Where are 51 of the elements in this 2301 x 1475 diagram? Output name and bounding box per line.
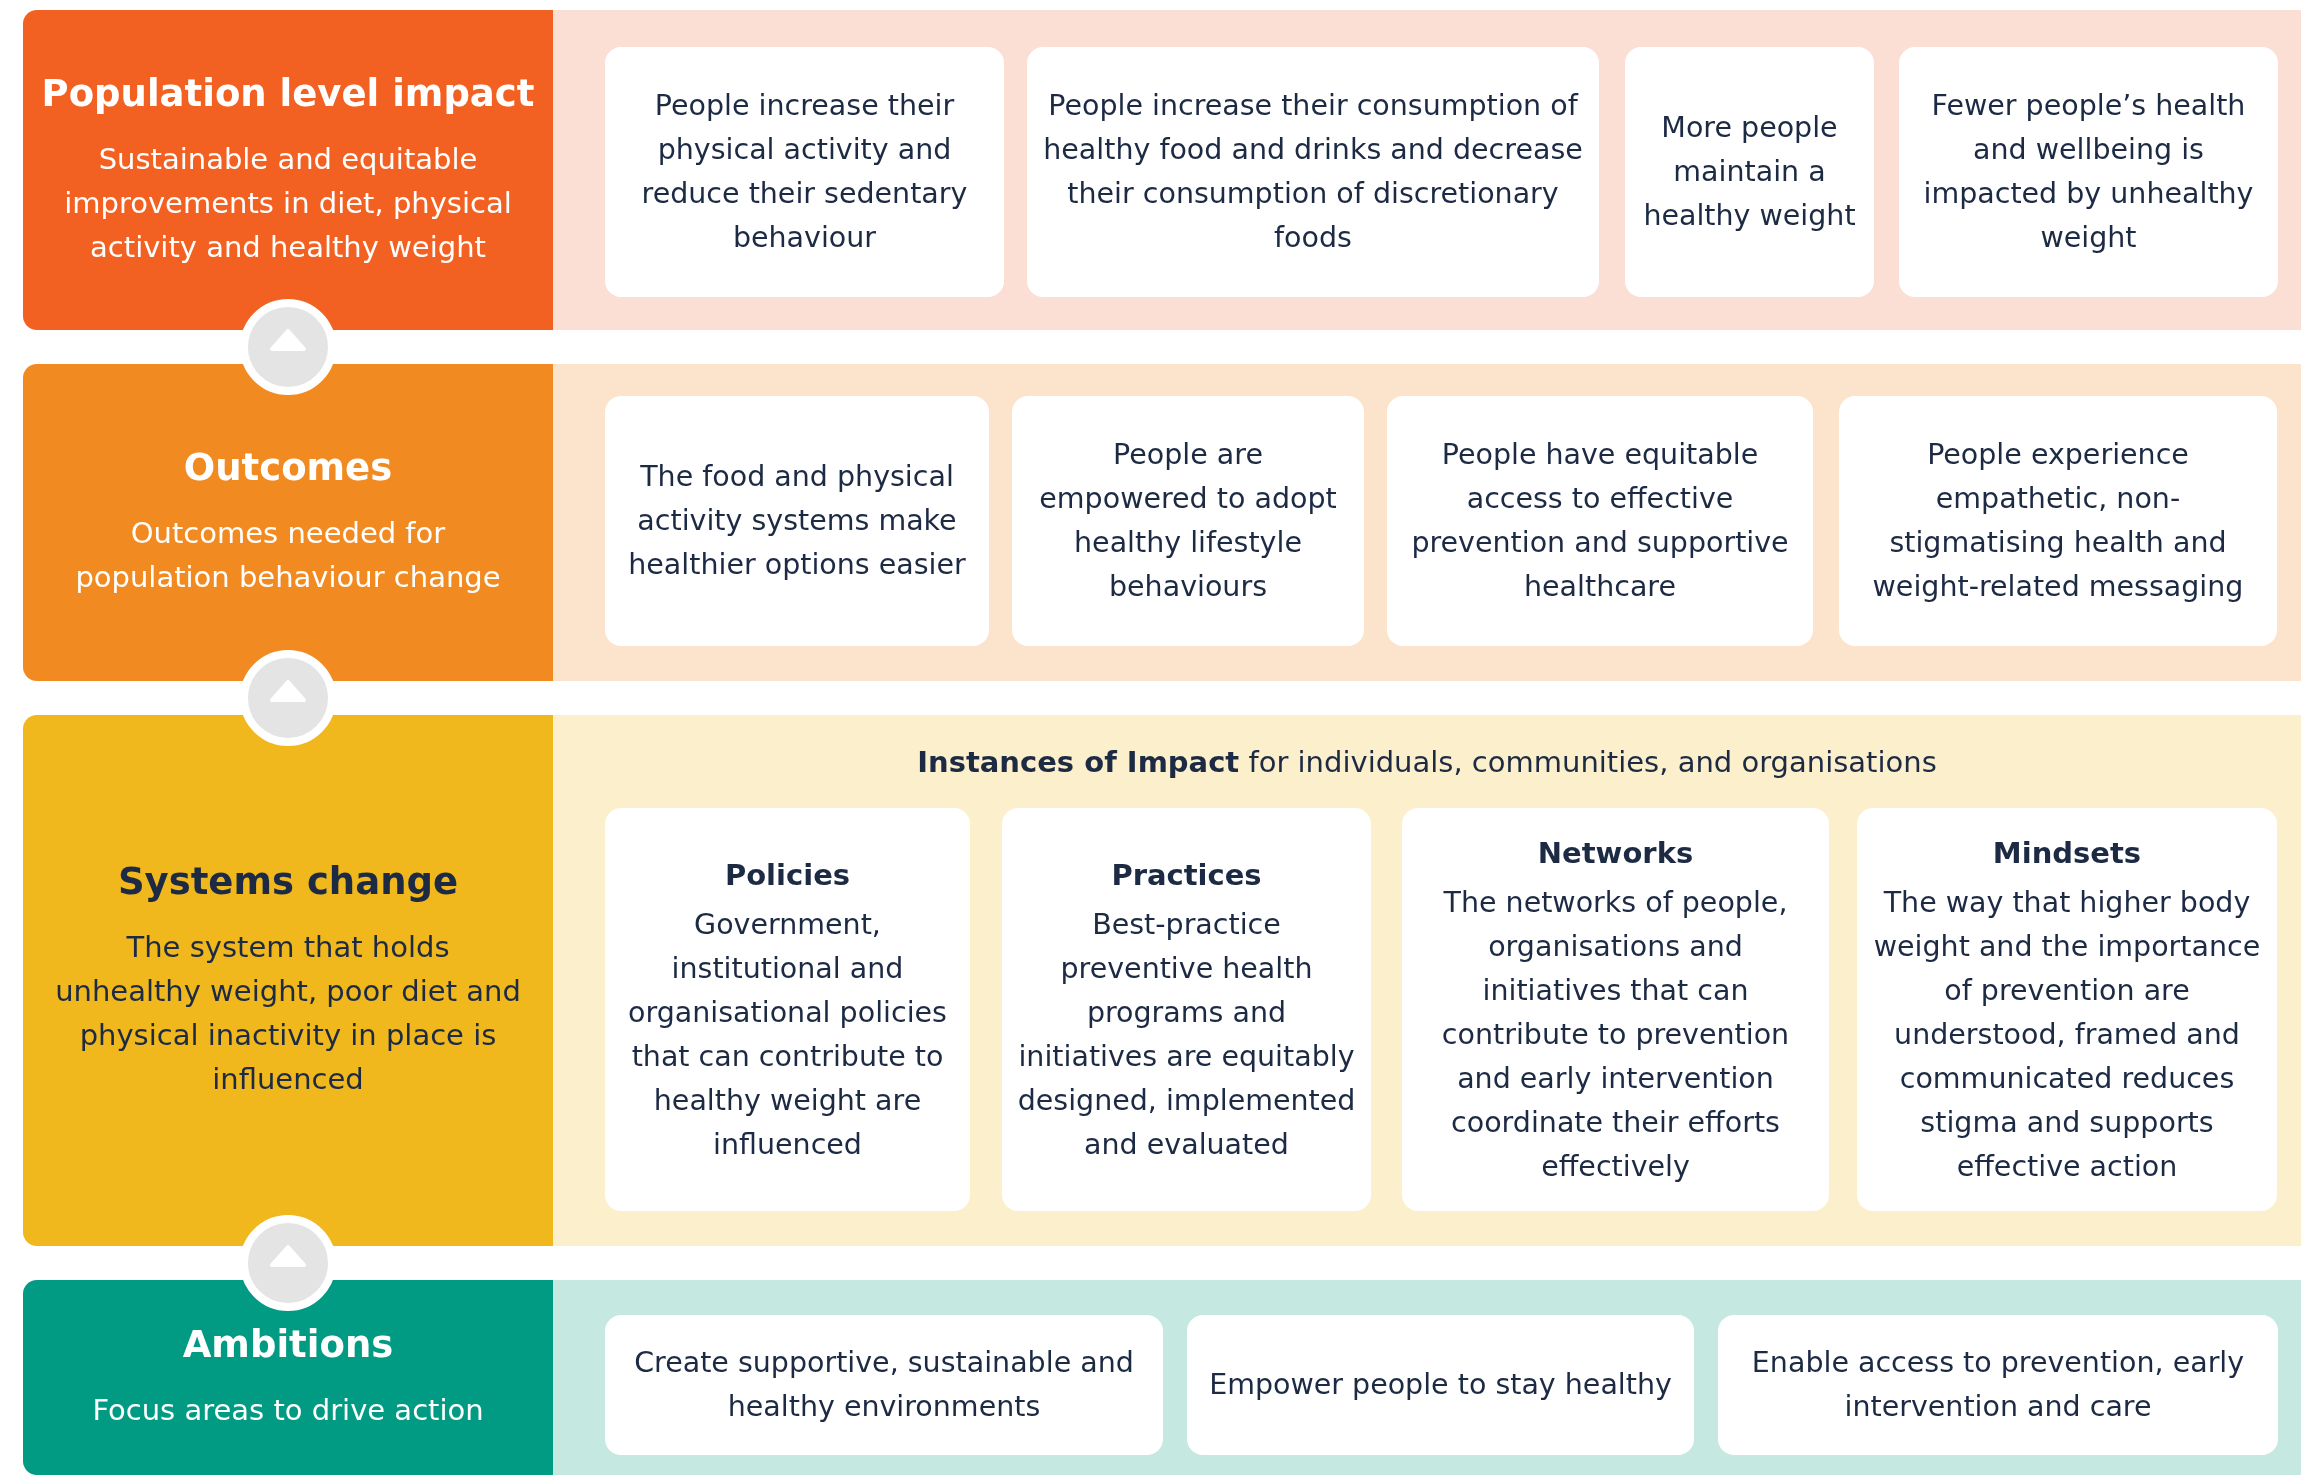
- card: [1839, 396, 2277, 646]
- card-text: Enable access to prevention, early intervention and care: [1750, 1345, 2246, 1425]
- stage-description: Sustainable and equitable improvements in diet, physical activity and healthy weight: [63, 140, 513, 266]
- card-text: People increase their physical activity and reduce their sedentary behaviour: [640, 88, 969, 256]
- card: [1402, 808, 1829, 1211]
- card: [605, 1315, 1163, 1455]
- card-text: People are empowered to adopt healthy lifestyle behaviours: [1038, 437, 1338, 605]
- card: [1027, 47, 1599, 297]
- card-text: People have equitable access to effective prevention and supportive healthcare: [1410, 437, 1790, 605]
- card: [1899, 47, 2278, 297]
- card: [1857, 808, 2277, 1211]
- stage-title: Ambitions: [182, 1323, 394, 1366]
- card: [605, 808, 970, 1211]
- stage-panel: [553, 364, 2301, 681]
- stage-header-box: [23, 10, 553, 330]
- card-heading: Networks: [1537, 834, 1694, 872]
- stage-description: Focus areas to drive action: [92, 1392, 484, 1429]
- card-heading: Mindsets: [1992, 834, 2142, 872]
- card-text: The way that higher body weight and the importance of prevention are understood, framed and communicated reduces stigma and supports effective action: [1872, 884, 2262, 1185]
- card-text: People experience empathetic, non-stigmatising health and weight-related messaging: [1871, 437, 2245, 605]
- card-text: Create supportive, sustainable and healthy environments: [633, 1345, 1135, 1425]
- card: [1718, 1315, 2278, 1455]
- stage-header-box: [23, 715, 553, 1246]
- card: [1625, 47, 1874, 297]
- stage-panel: [553, 10, 2301, 330]
- card: [1387, 396, 1813, 646]
- stage-title: Population level impact: [41, 71, 535, 115]
- stage-panel: [553, 1280, 2301, 1475]
- stage-panel: [553, 715, 2301, 1246]
- card-text: Best-practice preventive health programs and initiatives are equitably designed, implemented and evaluated: [1016, 906, 1357, 1163]
- card-text: More people maintain a healthy weight: [1642, 110, 1857, 234]
- card: [1187, 1315, 1694, 1455]
- card: [1002, 808, 1371, 1211]
- card-text: Government, institutional and organisational policies that can contribute to healthy weight are influenced: [627, 906, 948, 1163]
- card: [1012, 396, 1364, 646]
- card-text: People increase their consumption of healthy food and drinks and decrease their consumption of discretionary foods: [1042, 88, 1584, 256]
- stage-title: Outcomes: [183, 446, 393, 489]
- stage-description: Outcomes needed for population behaviour change: [74, 515, 502, 596]
- card: [605, 396, 989, 646]
- card-text: Fewer people’s health and wellbeing is impacted by unhealthy weight: [1922, 88, 2255, 256]
- card-text: The networks of people, organisations and initiatives that can contribute to prevention and early intervention coordinate their efforts effectively: [1440, 884, 1791, 1185]
- card-text: Empower people to stay healthy: [1209, 1367, 1672, 1403]
- card-heading: Policies: [724, 856, 851, 894]
- card-text: The food and physical activity systems make healthier options easier: [627, 459, 967, 583]
- stage-header-box: [23, 1280, 553, 1475]
- card-heading: Practices: [1111, 856, 1262, 894]
- card: [605, 47, 1004, 297]
- stage-title: Systems change: [117, 860, 459, 903]
- stage-description: The system that holds unhealthy weight, poor diet and physical inactivity in place is influenced: [54, 929, 522, 1098]
- stage-header-box: [23, 364, 553, 681]
- panel-heading: Instances of Impact for individuals, communities, and organisations: [916, 745, 1938, 779]
